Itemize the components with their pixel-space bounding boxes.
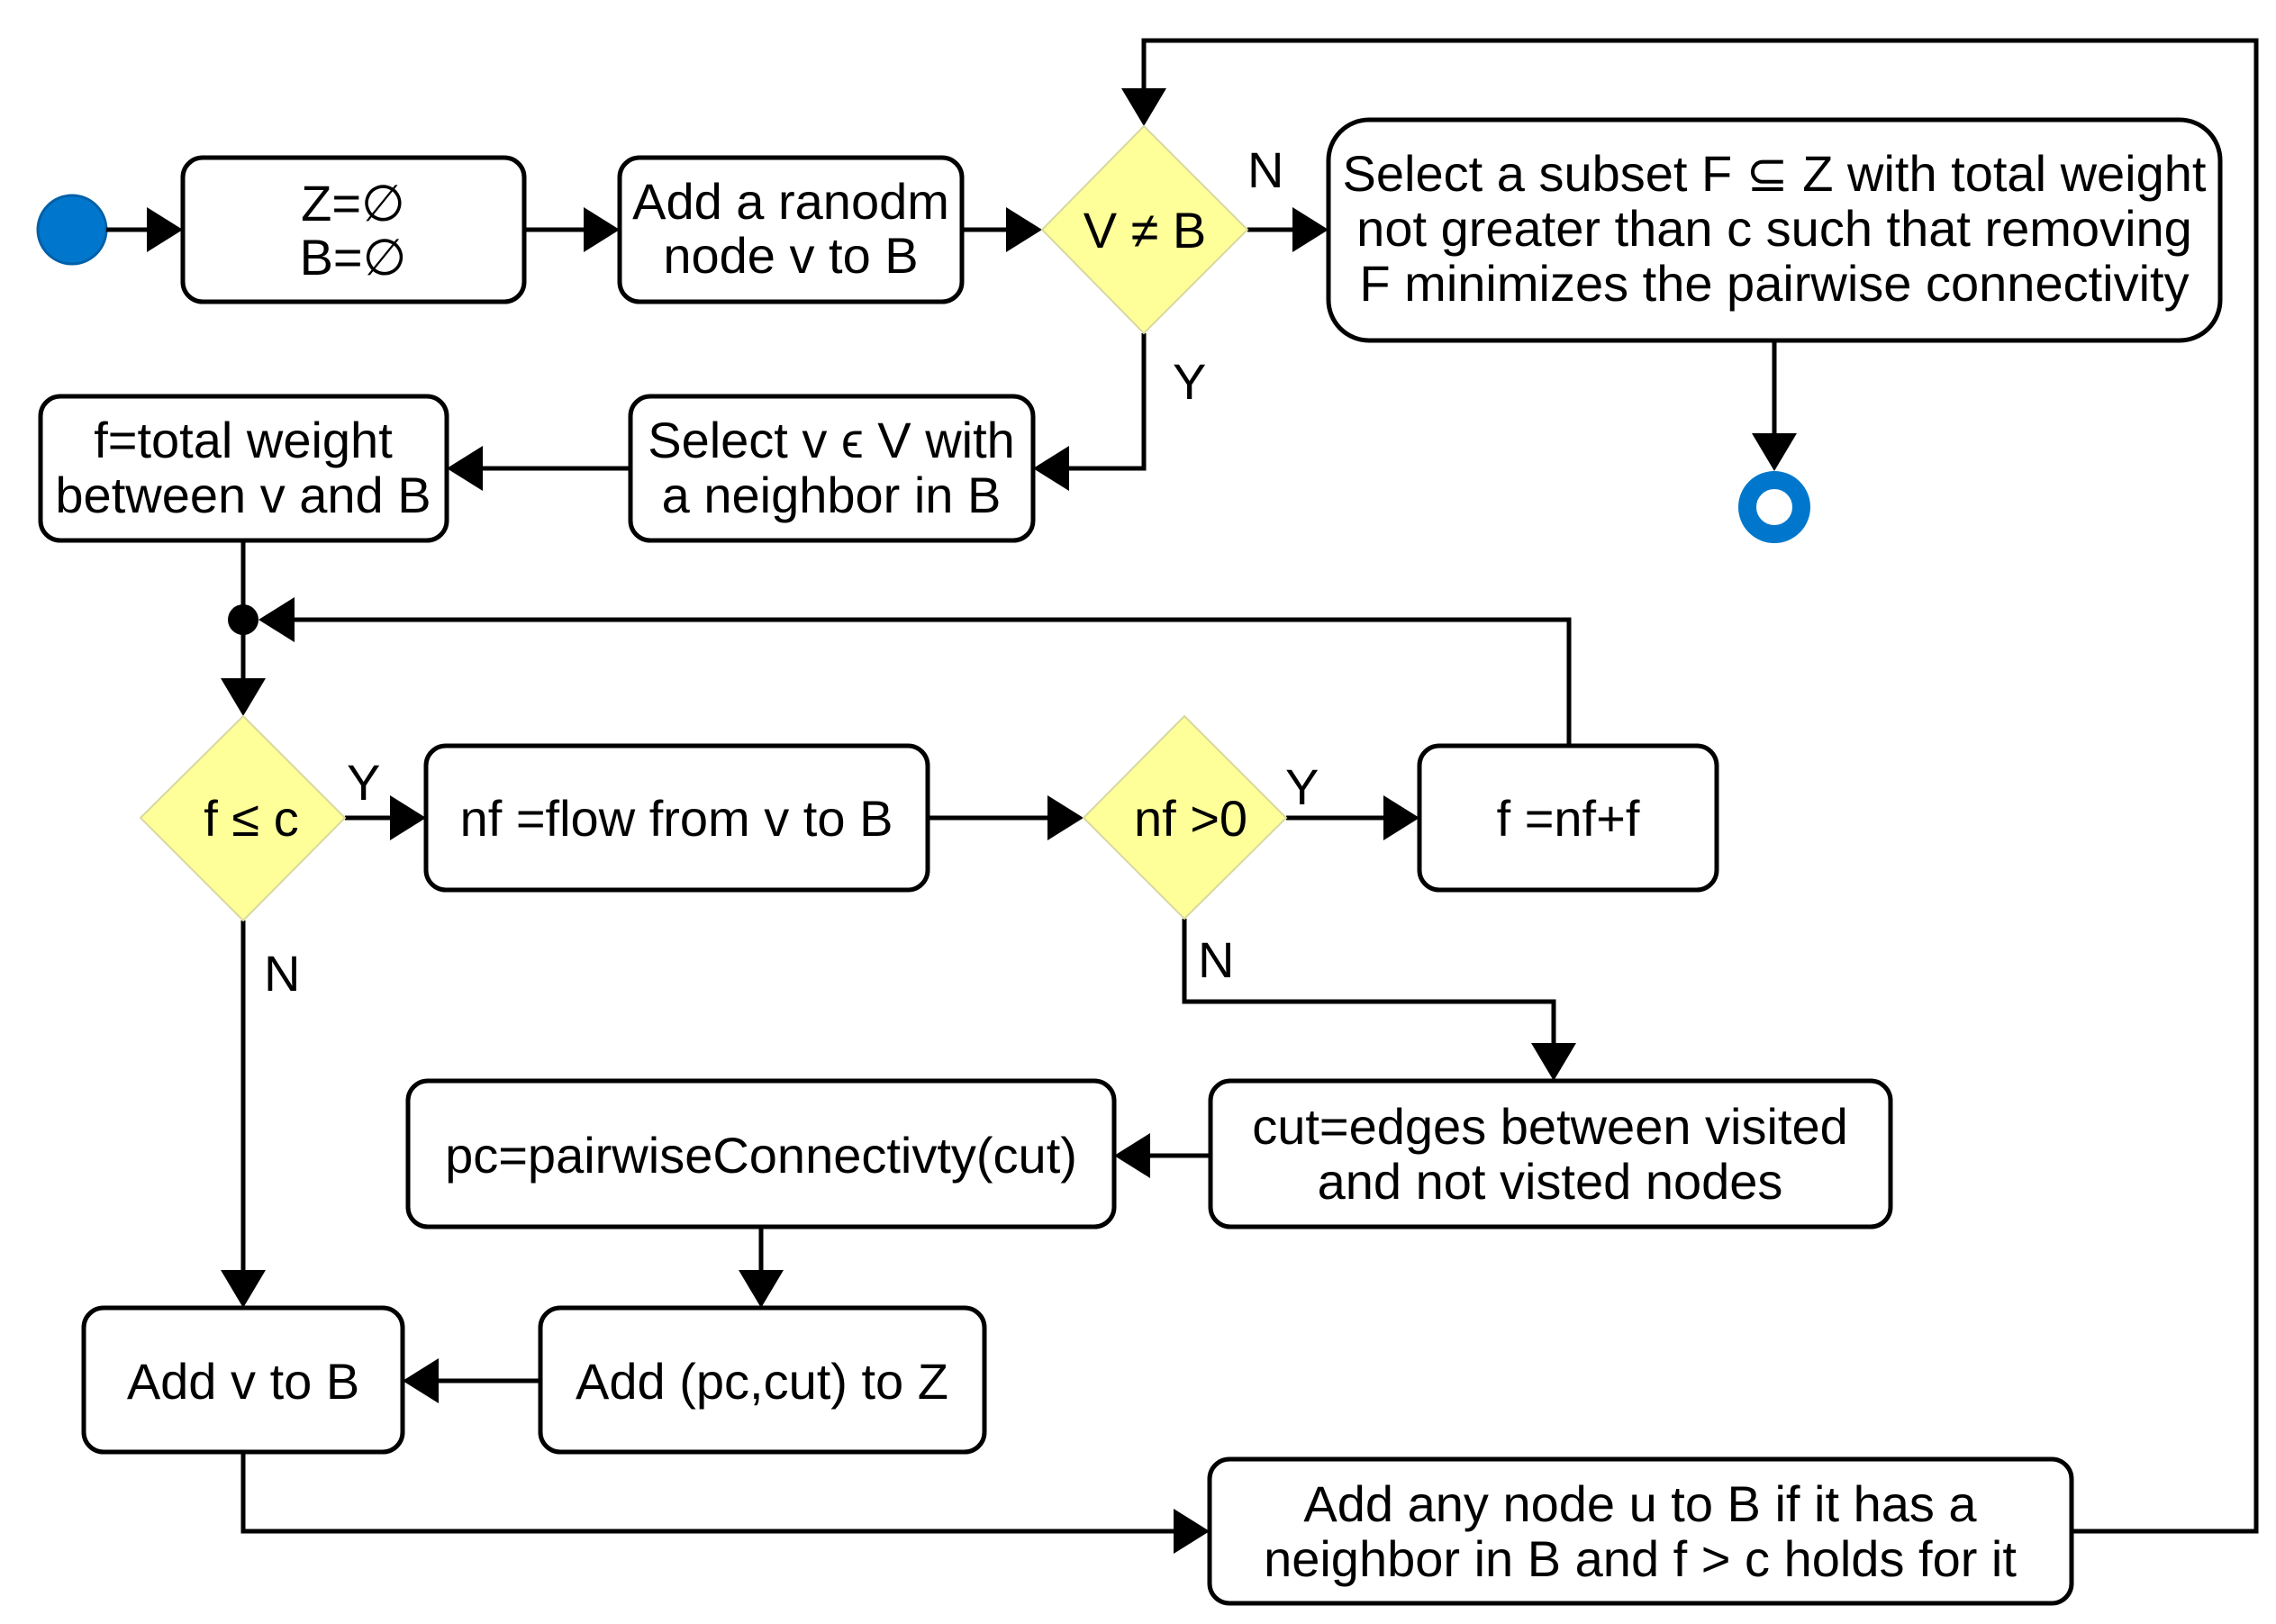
- arrowhead: [1531, 1043, 1576, 1081]
- add-v-box: [81, 1305, 405, 1455]
- label-nf-no: N: [1198, 931, 1234, 988]
- arrowhead: [1047, 795, 1084, 840]
- arrowhead: [739, 1270, 784, 1308]
- arrowhead: [1174, 1509, 1210, 1554]
- label-vb-yes: Y: [1173, 353, 1206, 410]
- add-pc-box: [538, 1305, 987, 1455]
- cut-box: [1208, 1078, 1893, 1229]
- arrowhead: [584, 207, 620, 252]
- select-subset-text: not greater than c such that removing: [1356, 200, 2192, 257]
- decision-v-ne-b: [1040, 124, 1249, 335]
- add-u-text: neighbor in B and f > c holds for it: [1264, 1530, 2017, 1587]
- select-subset-text: Select a subset F ⊆ Z with total weight: [1343, 145, 2207, 202]
- f-total-box: [38, 394, 449, 543]
- label-fc-yes: Y: [347, 754, 380, 811]
- arrowhead: [258, 597, 295, 642]
- edge-checknf-cut: [1182, 919, 1556, 1045]
- decision-nf-gt-0: [1082, 714, 1288, 921]
- label-nf-yes: Y: [1285, 758, 1319, 815]
- arrowhead: [390, 795, 426, 840]
- arrowhead: [1383, 795, 1419, 840]
- end-node: [1738, 471, 1810, 543]
- pc-box: [405, 1078, 1117, 1229]
- select-v-text: Select v ϵ V with: [648, 412, 1015, 468]
- add-u-text: Add any node u to B if it has a: [1303, 1475, 1977, 1532]
- add-v-text: Add v to B: [127, 1353, 359, 1410]
- f-update-text: f =nf+f: [1497, 790, 1640, 847]
- add-random-text: Add a ranodm: [632, 173, 949, 230]
- arrowhead: [403, 1358, 439, 1403]
- cut-text: cut=edges between visited: [1252, 1098, 1848, 1155]
- f-total-text: between v and B: [55, 467, 431, 523]
- arrowhead: [1006, 207, 1042, 252]
- edge-fupdate-junction: [293, 617, 1572, 746]
- select-v-box: [628, 394, 1036, 543]
- add-random-text: node v to B: [663, 227, 918, 284]
- edge-checvb-selectv: [1067, 333, 1147, 471]
- arrowhead: [1121, 88, 1166, 126]
- add-random-box: [617, 155, 965, 304]
- arrowhead: [1292, 207, 1328, 252]
- f-total-text: f=total weight: [94, 412, 393, 468]
- arrowhead: [221, 1270, 266, 1308]
- nf-flow-text: nf =flow from v to B: [460, 790, 893, 847]
- decision-v-ne-b-text: V ≠ B: [1084, 202, 1207, 259]
- arrowhead: [1752, 433, 1797, 471]
- arrowhead: [221, 678, 266, 716]
- arrowhead: [147, 207, 183, 252]
- f-update-box: [1417, 743, 1719, 893]
- edge-addv-addu: [240, 1452, 1175, 1534]
- init-text: B=∅: [300, 229, 407, 286]
- start-node: [36, 194, 108, 266]
- select-subset-box: [1326, 117, 2223, 343]
- arrowhead: [447, 446, 483, 491]
- label-vb-no: N: [1247, 141, 1283, 198]
- pc-text: pc=pairwiseConnectivty(cut): [445, 1127, 1077, 1184]
- add-u-box: [1207, 1456, 2074, 1606]
- arrowhead: [1114, 1133, 1150, 1178]
- decision-f-le-c-text: f ≤ c: [204, 790, 298, 847]
- add-pc-text: Add (pc,cut) to Z: [576, 1353, 948, 1410]
- edge-addu-loop: [1141, 38, 2259, 1534]
- select-subset-text: F minimizes the pairwise connectivity: [1359, 255, 2189, 312]
- arrowhead: [1033, 446, 1069, 491]
- label-fc-no: N: [264, 945, 300, 1002]
- init-box: [180, 155, 527, 304]
- cut-text: and not visted nodes: [1318, 1153, 1783, 1210]
- init-text: Z=∅: [301, 175, 405, 231]
- decision-f-le-c: [139, 714, 347, 922]
- select-v-text: a neighbor in B: [662, 467, 1002, 523]
- decision-nf-gt-0-text: nf >0: [1134, 790, 1247, 847]
- nf-flow-box: [423, 743, 930, 893]
